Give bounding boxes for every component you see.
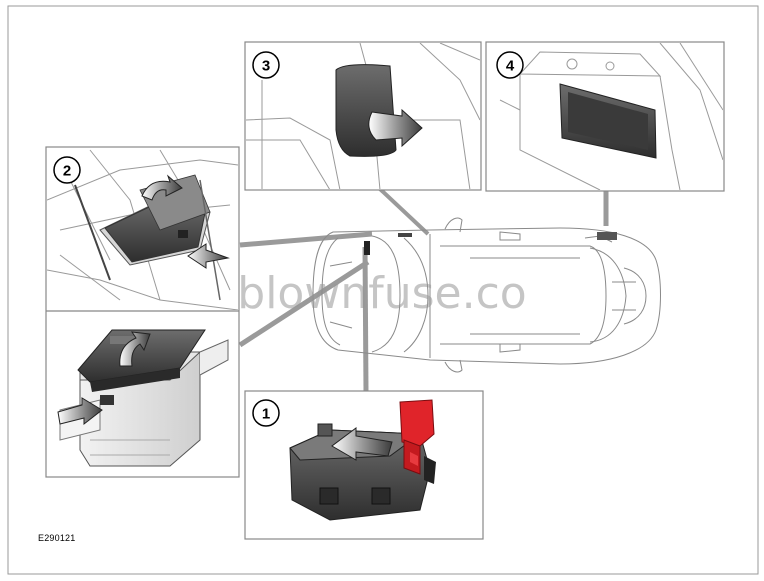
figure-reference-code: E290121 <box>38 533 76 543</box>
callout-number-3: 3 <box>262 58 270 75</box>
panel-3: 3 <box>244 41 482 191</box>
callout-badge-3 <box>252 51 280 79</box>
push-arrow-icon <box>187 243 230 269</box>
leader-line-3 <box>378 187 430 236</box>
slide-cover-arrow-icon <box>331 427 393 461</box>
press-tab-arrow-icon <box>57 397 103 426</box>
leader-line-2b <box>238 259 370 348</box>
callout-number-1: 1 <box>262 406 270 423</box>
remove-panel-arrow-icon <box>368 108 423 148</box>
lift-cover-arrow-icon <box>119 331 151 367</box>
leader-line-2 <box>239 231 373 248</box>
panel-4: 4 <box>485 41 725 192</box>
fuse-box-marker-3 <box>398 233 412 237</box>
outer-frame <box>7 5 759 575</box>
callout-badge-2 <box>53 156 81 184</box>
callout-number-2: 2 <box>63 163 71 180</box>
fuse-box-marker-4 <box>597 232 617 240</box>
fuse-box-marker-1 <box>364 241 370 255</box>
callout-badge-1 <box>252 399 280 427</box>
boot-trim-illustration <box>499 43 723 190</box>
lift-arrow-icon <box>141 174 183 201</box>
panel-2: 2 <box>45 146 240 478</box>
callout-number-4: 4 <box>506 58 515 75</box>
panel-1: 1 <box>244 390 484 540</box>
leader-lines <box>238 187 609 393</box>
vehicle-top-view <box>312 217 661 373</box>
fuse-box-closeup-illustration <box>59 329 229 467</box>
leader-line-1 <box>362 246 369 393</box>
callout-badge-4 <box>496 51 524 79</box>
red-fuse-cover <box>399 399 435 447</box>
